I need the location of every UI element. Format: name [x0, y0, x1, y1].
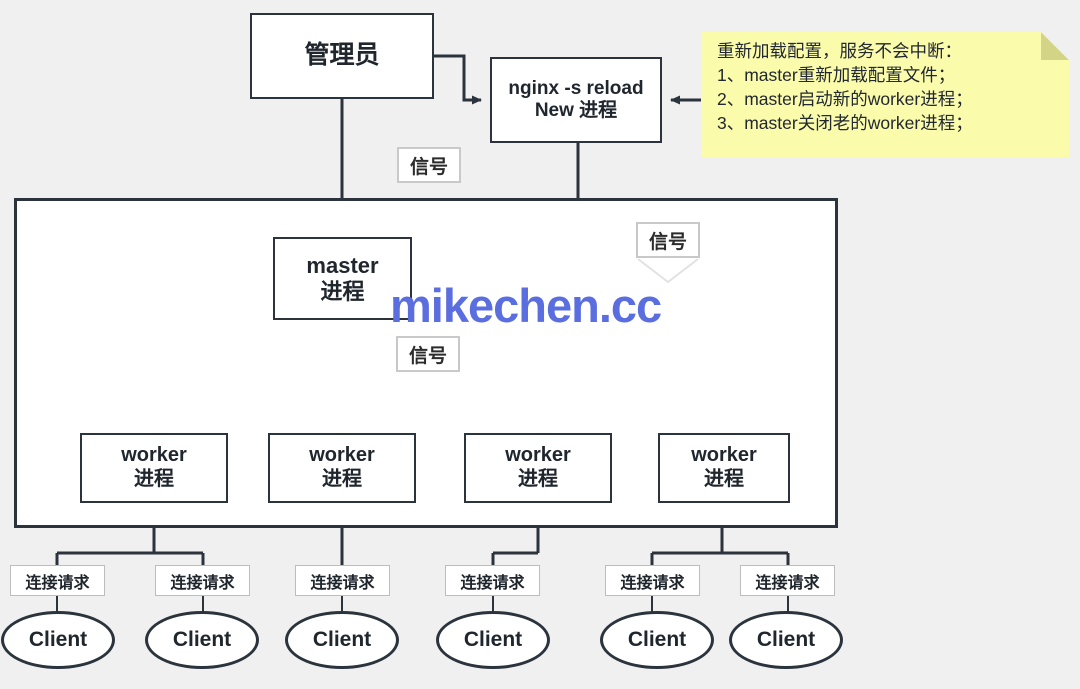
note-item-2: 2、master启动新的worker进程；	[717, 89, 973, 110]
node-nginx-reload[interactable]: nginx -s reload New 进程	[490, 57, 662, 143]
node-worker-1-line1: worker	[121, 444, 187, 467]
node-master-line2: 进程	[320, 278, 365, 304]
note-item-1: 1、master重新加载配置文件；	[717, 65, 956, 86]
node-worker-4[interactable]: worker 进程	[658, 433, 790, 503]
connection-request-3: 连接请求	[295, 565, 390, 596]
node-master-line1: master	[306, 252, 379, 278]
node-nginx-line2: New 进程	[534, 100, 618, 121]
note-item-3: 3、master关闭老的worker进程；	[717, 113, 973, 134]
node-worker-2-line2: 进程	[322, 468, 362, 490]
node-client-1[interactable]: Client	[1, 611, 115, 669]
node-worker-1-line2: 进程	[134, 468, 174, 490]
node-client-2[interactable]: Client	[145, 611, 259, 669]
node-worker-3-line2: 进程	[518, 468, 558, 490]
node-client-3[interactable]: Client	[285, 611, 399, 669]
node-master-process[interactable]: master 进程	[273, 237, 412, 320]
signal-label-master-to-workers: 信号	[396, 336, 460, 372]
connection-request-6: 连接请求	[740, 565, 835, 596]
signal-label-nginx-to-master: 信号	[636, 222, 700, 258]
node-worker-4-line2: 进程	[704, 468, 744, 490]
signal-label-admin-to-master: 信号	[397, 147, 461, 183]
node-client-6[interactable]: Client	[729, 611, 843, 669]
node-worker-2[interactable]: worker 进程	[268, 433, 416, 503]
connection-request-1: 连接请求	[10, 565, 105, 596]
connection-request-4: 连接请求	[445, 565, 540, 596]
node-worker-3[interactable]: worker 进程	[464, 433, 612, 503]
node-worker-1[interactable]: worker 进程	[80, 433, 228, 503]
node-nginx-line1: nginx -s reload	[508, 77, 644, 99]
node-client-5[interactable]: Client	[600, 611, 714, 669]
node-worker-4-line1: worker	[691, 444, 757, 467]
node-admin-label: 管理员	[304, 41, 380, 70]
reload-note: 重新加载配置，服务不会中断： 1、master重新加载配置文件； 2、maste…	[701, 32, 1069, 157]
node-admin[interactable]: 管理员	[250, 13, 434, 99]
signal-label-tail	[637, 258, 699, 284]
node-client-4[interactable]: Client	[436, 611, 550, 669]
node-worker-2-line1: worker	[309, 444, 375, 467]
connection-request-2: 连接请求	[155, 565, 250, 596]
node-worker-3-line1: worker	[505, 444, 571, 467]
connection-request-5: 连接请求	[605, 565, 700, 596]
note-heading: 重新加载配置，服务不会中断：	[717, 41, 962, 61]
